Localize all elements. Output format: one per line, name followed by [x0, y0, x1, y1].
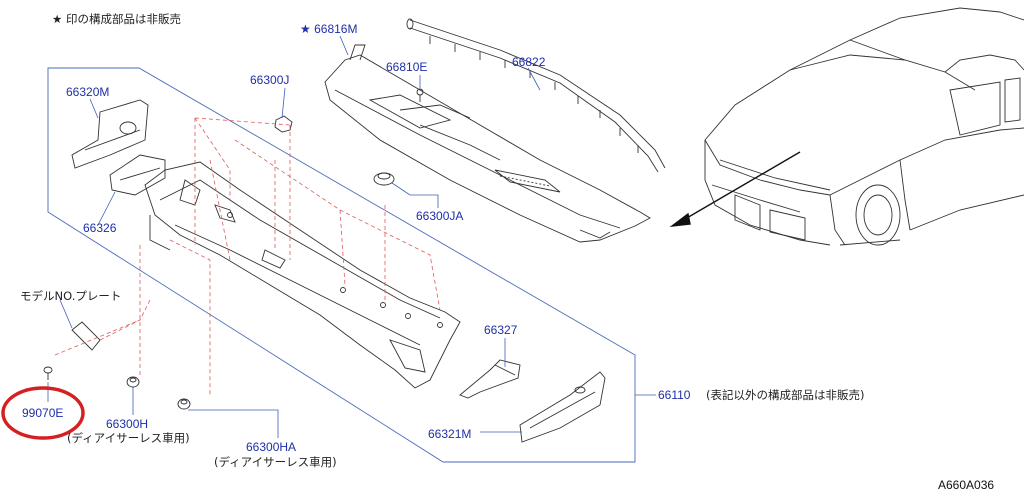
part-label-66300J[interactable]: 66300J: [250, 73, 290, 87]
part-66822-shape: [406, 18, 666, 173]
clip-66300H: [126, 376, 140, 388]
bracket-66321M: [519, 371, 606, 443]
clip-66300JA: [373, 172, 395, 186]
clip-66300HA: [177, 398, 191, 410]
part-label-66810E[interactable]: 66810E: [386, 60, 428, 74]
direction-arrow: [669, 151, 801, 227]
highlight-circle-99070E: [1, 386, 85, 440]
assembly-outline: [47, 67, 636, 463]
assembly-note: (表記以外の構成部品は非販売): [706, 388, 865, 402]
diagram-code: A660A036: [938, 478, 995, 492]
part-label-66300JA[interactable]: 66300JA: [416, 209, 464, 223]
part-label-66816M[interactable]: ★ 66816M: [300, 22, 358, 36]
dealer-option-note-2: (ディアイサーレス車用): [214, 455, 337, 469]
part-label-66110[interactable]: 66110: [658, 388, 691, 402]
leader-lines: [47, 35, 656, 438]
part-label-66321M[interactable]: 66321M: [428, 427, 472, 441]
rivet-99070E: [43, 366, 53, 380]
part-label-66300HA[interactable]: 66300HA: [246, 440, 297, 454]
bracket-66327: [459, 359, 521, 399]
model-plate-label: モデルNO.プレート: [20, 289, 122, 303]
part-label-66326[interactable]: 66326: [83, 221, 117, 235]
model-plate: [71, 321, 101, 351]
part-label-66822[interactable]: 66822: [512, 55, 546, 69]
dealer-option-note-1: (ディアイサーレス車用): [67, 431, 190, 445]
part-label-99070E[interactable]: 99070E: [22, 406, 64, 420]
car-illustration: [704, 7, 1024, 246]
clip-66300J: [274, 115, 293, 133]
part-label-66320M[interactable]: 66320M: [66, 85, 110, 99]
clip-66810E: [416, 88, 424, 102]
part-label-66327[interactable]: 66327: [484, 323, 518, 337]
assembly-dashed-lines: [54, 117, 441, 395]
cowl-top-panel: [324, 44, 651, 243]
main-cowl-assembly: [144, 161, 461, 389]
header-note: ★ 印の構成部品は非販売: [52, 12, 181, 26]
bracket-66320M: [71, 99, 149, 169]
bracket-66326: [109, 154, 166, 196]
part-label-66300H[interactable]: 66300H: [106, 417, 149, 431]
